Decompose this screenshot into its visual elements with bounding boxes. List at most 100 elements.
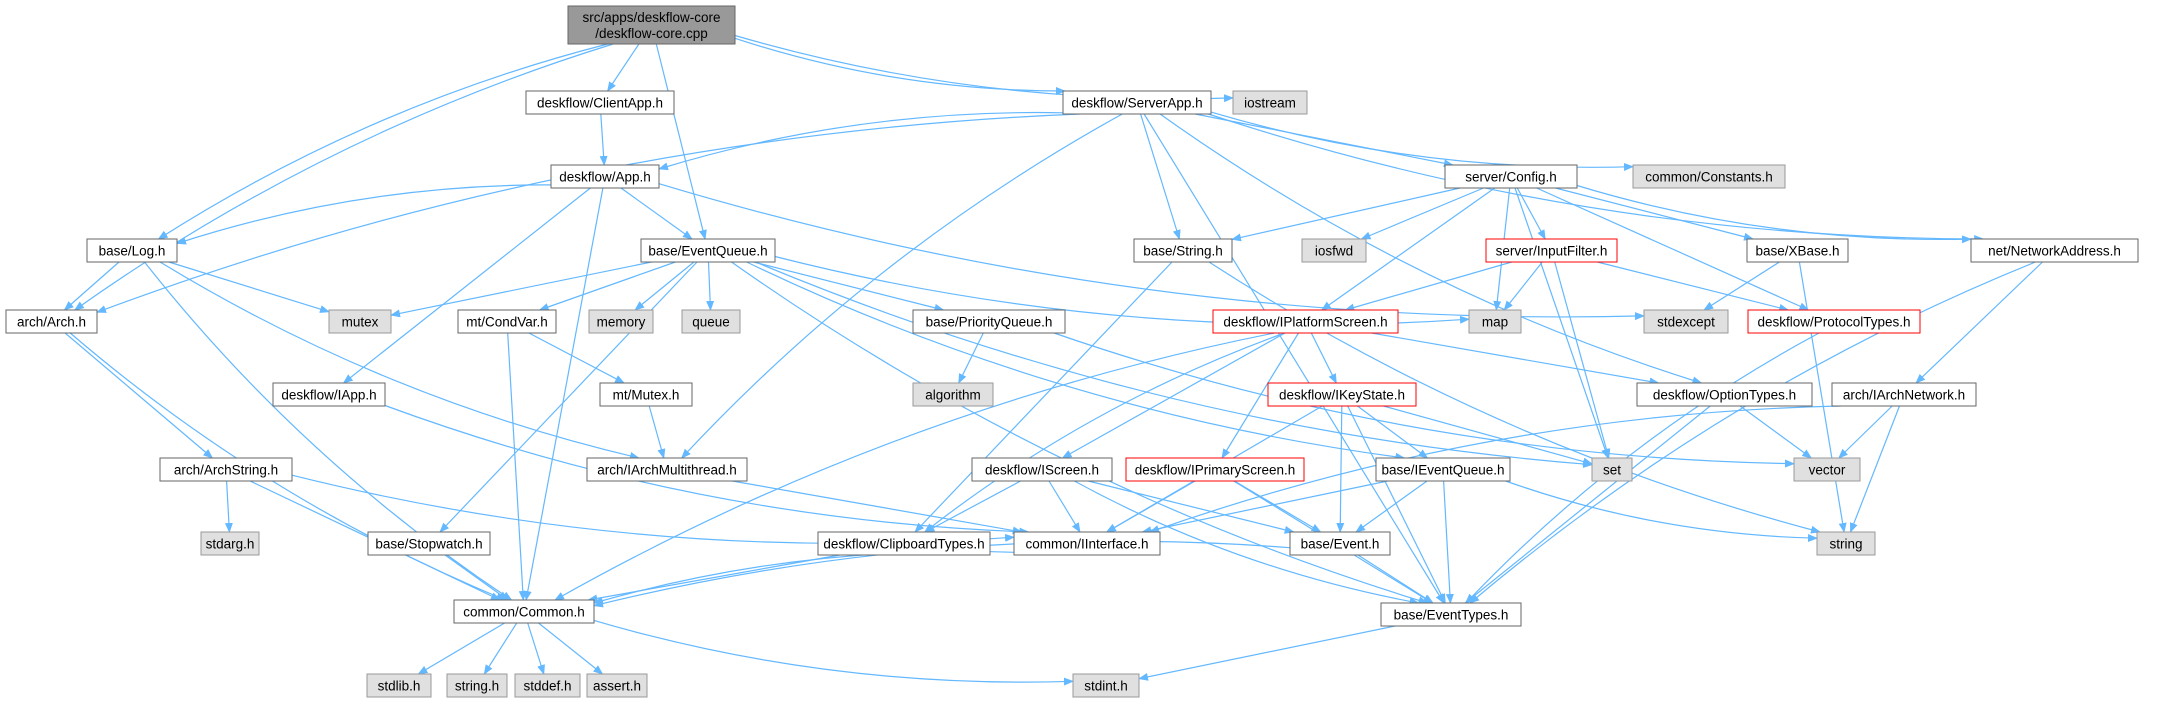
include-edge-log-to-common — [144, 261, 513, 601]
include-edge-root-to-arch — [73, 43, 614, 311]
node-label-memory: memory — [597, 315, 646, 330]
node-box-iarchnet — [1831, 382, 1977, 407]
node-label-iarchmt: arch/IArchMultithread.h — [597, 463, 737, 478]
include-edge-serverapp-to-app — [658, 111, 1064, 171]
include-edge-ikeystate-to-set — [1383, 405, 1593, 466]
node-common[interactable]: common/Common.h — [453, 599, 595, 624]
include-edge-serverapp-to-iarchmt — [681, 113, 1123, 459]
node-label-app: deskflow/App.h — [559, 170, 651, 185]
node-condvar[interactable]: mt/CondVar.h — [457, 309, 557, 334]
include-edge-serverapp-to-eventtypes — [1143, 113, 1445, 604]
node-eventtypes[interactable]: base/EventTypes.h — [1380, 602, 1522, 627]
node-iarchmt[interactable]: arch/IArchMultithread.h — [586, 457, 748, 482]
include-edge-inputfilter-to-map — [1503, 261, 1543, 311]
node-label-iapp: deskflow/IApp.h — [281, 388, 376, 403]
include-edge-config-to-netaddr — [1576, 184, 1972, 244]
node-config[interactable]: server/Config.h — [1444, 164, 1578, 189]
node-iscreen[interactable]: deskflow/IScreen.h — [971, 457, 1113, 482]
include-edge-root-to-eventqueue — [655, 43, 707, 240]
node-log[interactable]: base/Log.h — [86, 238, 178, 263]
node-clipboard[interactable]: deskflow/ClipboardTypes.h — [817, 531, 991, 556]
edges-layer — [63, 34, 2043, 686]
node-label-archstring: arch/ArchString.h — [174, 463, 278, 478]
node-arch[interactable]: arch/Arch.h — [5, 309, 98, 334]
node-box-inputfilter — [1485, 238, 1618, 263]
include-edge-ikeystate-to-ieventqueue — [1357, 405, 1429, 459]
node-label-root-line1: src/apps/deskflow-core — [582, 10, 720, 25]
node-label-mtmutex: mt/Mutex.h — [613, 388, 680, 403]
node-box-set — [1591, 457, 1633, 482]
node-box-archstring — [159, 457, 293, 482]
include-edge-eventqueue-to-condvar — [538, 261, 676, 311]
node-xbase[interactable]: base/XBase.h — [1746, 238, 1849, 263]
include-edge-ikeystate-to-eventtypes — [1347, 405, 1446, 604]
node-box-memory — [588, 309, 654, 334]
node-box-string_dot_h — [446, 673, 508, 698]
node-box-mtmutex — [599, 382, 693, 407]
include-edge-config-to-inputfilter — [1516, 187, 1546, 240]
node-label-clientapp: deskflow/ClientApp.h — [537, 96, 663, 111]
node-box-clientapp — [525, 90, 675, 115]
node-label-iosfwd: iosfwd — [1315, 244, 1353, 259]
node-box-mutex — [328, 309, 392, 334]
node-label-stdint: stdint.h — [1084, 679, 1128, 694]
node-iplatform[interactable]: deskflow/IPlatformScreen.h — [1212, 309, 1399, 334]
node-label-pqueue: base/PriorityQueue.h — [926, 315, 1053, 330]
node-label-constants: common/Constants.h — [1645, 170, 1773, 185]
node-optiontypes[interactable]: deskflow/OptionTypes.h — [1636, 382, 1813, 407]
include-edge-iplatform-to-iscreen — [1061, 332, 1286, 459]
node-label-vector: vector — [1809, 463, 1846, 478]
node-label-string_h: base/String.h — [1143, 244, 1223, 259]
node-clientapp[interactable]: deskflow/ClientApp.h — [525, 90, 675, 115]
node-eventqueue[interactable]: base/EventQueue.h — [640, 238, 776, 263]
include-edge-optiontypes-to-eventtypes — [1464, 405, 1711, 604]
node-box-algorithm — [912, 382, 994, 407]
node-iarchnet[interactable]: arch/IArchNetwork.h — [1831, 382, 1977, 407]
include-edge-ikeystate-to-event — [1336, 405, 1345, 533]
node-vector: vector — [1793, 457, 1861, 482]
node-stopwatch[interactable]: base/Stopwatch.h — [367, 531, 491, 556]
include-edge-common-to-string_dot_h — [483, 622, 518, 675]
include-edge-ieventqueue-to-eventtypes — [1443, 480, 1454, 604]
node-app[interactable]: deskflow/App.h — [550, 164, 660, 189]
node-pqueue[interactable]: base/PriorityQueue.h — [912, 309, 1066, 334]
node-label-map: map — [1482, 315, 1508, 330]
include-edge-xbase-to-stdexcept — [1703, 261, 1780, 311]
node-box-iosfwd — [1301, 238, 1367, 263]
node-box-protocoltypes — [1747, 309, 1921, 334]
node-serverapp[interactable]: deskflow/ServerApp.h — [1062, 90, 1212, 115]
node-box-map — [1468, 309, 1522, 334]
include-edge-app-to-eventqueue — [620, 187, 693, 240]
include-edge-root-to-serverapp — [734, 37, 1066, 96]
include-edge-app-to-log — [176, 184, 552, 245]
node-string_h[interactable]: base/String.h — [1133, 238, 1233, 263]
node-box-stddef — [514, 673, 581, 698]
node-label-string: string — [1829, 537, 1862, 552]
node-box-stdarg — [200, 531, 260, 556]
node-iapp[interactable]: deskflow/IApp.h — [272, 382, 386, 407]
node-iinterface[interactable]: common/IInterface.h — [1013, 531, 1161, 556]
include-edge-arch-to-archstring — [64, 332, 214, 459]
node-archstring[interactable]: arch/ArchString.h — [159, 457, 293, 482]
node-ikeystate[interactable]: deskflow/IKeyState.h — [1267, 382, 1417, 407]
node-ieventqueue[interactable]: base/IEventQueue.h — [1375, 457, 1511, 482]
node-box-arch — [5, 309, 98, 334]
node-mtmutex[interactable]: mt/Mutex.h — [599, 382, 693, 407]
node-root[interactable]: src/apps/deskflow-core/deskflow-core.cpp — [567, 5, 736, 45]
node-box-app — [550, 164, 660, 189]
include-edge-inputfilter-to-iplatform — [1344, 261, 1512, 312]
node-inputfilter[interactable]: server/InputFilter.h — [1485, 238, 1618, 263]
node-label-eventtypes: base/EventTypes.h — [1394, 608, 1509, 623]
node-iprimary[interactable]: deskflow/IPrimaryScreen.h — [1125, 457, 1305, 482]
include-edge-config-to-iosfwd — [1360, 187, 1484, 240]
node-label-assert: assert.h — [593, 679, 641, 694]
include-edge-config-to-xbase — [1555, 187, 1754, 241]
node-netaddr[interactable]: net/NetworkAddress.h — [1970, 238, 2139, 263]
node-protocoltypes[interactable]: deskflow/ProtocolTypes.h — [1747, 309, 1921, 334]
node-label-serverapp: deskflow/ServerApp.h — [1071, 96, 1202, 111]
include-edge-string_h-to-clipboard — [914, 261, 1173, 533]
include-edge-ieventqueue-to-event — [1355, 480, 1428, 533]
node-event[interactable]: base/Event.h — [1289, 531, 1391, 556]
node-label-arch: arch/Arch.h — [17, 315, 86, 330]
